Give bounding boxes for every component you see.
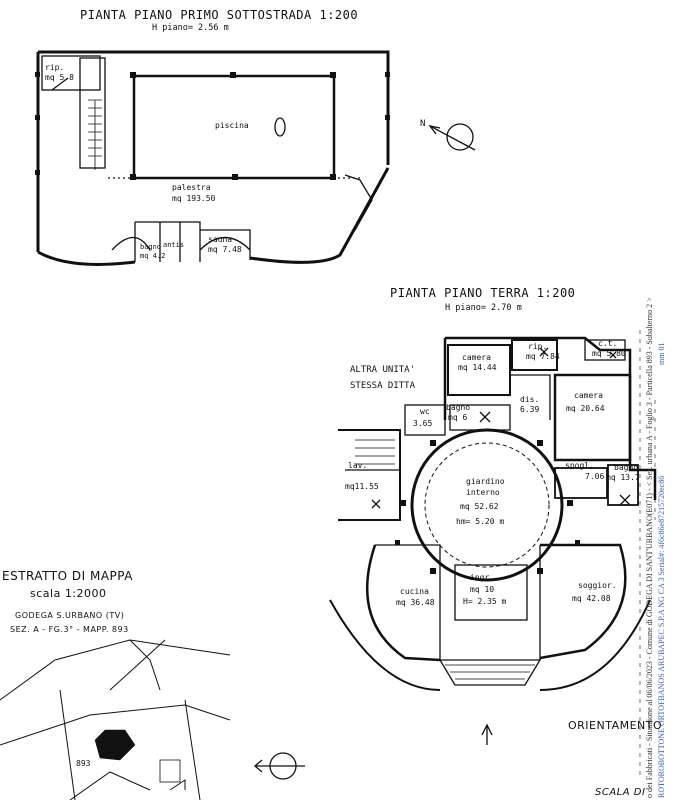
mq1155-label: mq11.55 xyxy=(345,482,379,491)
wc-area: 3.65 xyxy=(413,419,433,428)
basement-bagno-area: mq 4.2 xyxy=(140,252,166,260)
ingr-label: ingr. xyxy=(470,573,495,582)
soggior-label: soggior. xyxy=(578,581,617,590)
ingr-area: mq 10 xyxy=(470,585,495,594)
rip-area: mq 7.84 xyxy=(526,352,560,361)
dis-area: 6.39 xyxy=(520,405,540,414)
ground-title: PIANTA PIANO TERRA 1:200 xyxy=(390,286,576,300)
basement-antis-label: antis xyxy=(163,241,185,249)
camera2-area: mq 20.64 xyxy=(566,404,605,413)
bagno1-label: bagno xyxy=(446,403,471,412)
extract-line1: GODEGA S.URBANO (TV) xyxy=(15,611,125,620)
north-arrow-top xyxy=(428,123,476,151)
other-unit-line1: ALTRA UNITA' xyxy=(350,365,416,375)
bagno2-label: bagno xyxy=(614,463,639,472)
side-stamp-cadastral: o dei Fabbricati - Situazione al 06/06/2… xyxy=(645,297,654,798)
ground-height: H piano= 2.70 m xyxy=(445,303,522,313)
basement-bagno-label: bagno xyxy=(140,243,162,251)
basement-title: PIANTA PIANO PRIMO SOTTOSTRADA 1:200 xyxy=(80,8,359,22)
basement-plan xyxy=(35,50,390,266)
giardino-label-1: giardino xyxy=(466,477,505,486)
camera1-area: mq 14.44 xyxy=(458,363,497,372)
giardino-label-2: interno xyxy=(466,488,500,497)
basement-piscina-label: piscina xyxy=(215,121,249,130)
north-label-top: N xyxy=(420,119,426,129)
giardino-height: hm= 5.20 m xyxy=(456,517,505,526)
bagno1-area: mq 6 xyxy=(448,413,468,422)
cucina-label: cucina xyxy=(400,587,429,596)
north-arrow-map xyxy=(254,752,305,780)
side-stamp-signature: ROTOROBOTTONE ORTOFBANOS ARUBAPEC S.P.A … xyxy=(657,475,666,798)
ingr-height: H= 2.35 m xyxy=(463,597,507,606)
basement-rip-label: rip. xyxy=(45,63,65,72)
parcel-number: 893 xyxy=(76,759,91,768)
map-extract xyxy=(0,639,231,800)
extract-title: ESTRATTO DI MAPPA xyxy=(2,569,133,583)
bagno2-area: mq 13.7 xyxy=(606,473,640,482)
soggior-area: mq 42.08 xyxy=(572,594,611,603)
rip-label: rip. xyxy=(528,342,548,351)
basement-palestra-label: palestra xyxy=(172,183,211,192)
cucina-area: mq 36.48 xyxy=(396,598,435,607)
giardino-area: mq 52.62 xyxy=(460,502,499,511)
extract-scale: scala 1:2000 xyxy=(30,587,107,600)
basement-rip-area: mq 5.8 xyxy=(45,73,74,82)
lav-label: lav. xyxy=(348,461,368,470)
ct-area: mq 5.80 xyxy=(592,349,626,358)
extract-line2: SEZ. A - FG.3° - MAPP. 893 xyxy=(10,625,129,634)
basement-palestra-area: mq 193.50 xyxy=(172,194,216,203)
other-unit-line2: STESSA DITTA xyxy=(350,381,416,391)
wc-label: wc xyxy=(420,407,430,416)
camera1-label: camera xyxy=(462,353,491,362)
scale-label: SCALA DI xyxy=(595,787,646,798)
ground-floor-plan xyxy=(329,330,657,780)
camera2-label: camera xyxy=(574,391,603,400)
dis-label: dis. xyxy=(520,395,540,404)
orientation-label: ORIENTAMENTO xyxy=(568,719,663,732)
spogl-label: spogl. xyxy=(565,461,594,470)
basement-sauna-label: sauna xyxy=(208,235,233,244)
basement-sauna-area: mq 7.48 xyxy=(208,245,242,254)
spogl-area: 7.06 xyxy=(585,472,605,481)
side-stamp-small: mm 01 xyxy=(657,342,666,365)
basement-height: H piano= 2.56 m xyxy=(152,23,229,33)
ct-label: c.t. xyxy=(598,339,618,348)
